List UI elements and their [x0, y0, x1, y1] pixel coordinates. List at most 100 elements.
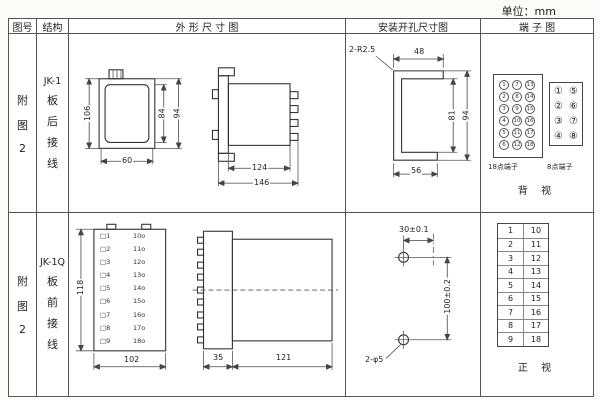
dim-56: 56: [410, 166, 423, 176]
model-name: JK-1: [43, 75, 62, 87]
terminal-number: 9: [498, 332, 523, 346]
dim-121: 121: [275, 353, 293, 363]
struct-char: 接: [47, 317, 58, 330]
row1-fig-no-cell: 附 图 2: [9, 34, 37, 213]
terminal-pin: 7: [512, 80, 522, 90]
header-terminal-diagram: 端 子 图: [481, 19, 594, 34]
struct-char: 线: [47, 156, 58, 170]
terminal-numbers-right: 10o 11o 12o 13o 14o 15o 16o 17o 18o: [133, 232, 146, 345]
fig-char: 2: [19, 141, 26, 155]
fig-char: 附: [17, 93, 28, 107]
terminal-pin: 18: [525, 140, 535, 150]
terminal-number: 11: [523, 237, 548, 251]
terminal-pin: 15: [525, 104, 535, 114]
mount-profile: [393, 70, 444, 161]
terminal-pin: 5: [499, 128, 509, 138]
row2-fig-no-cell: 附 图 2: [9, 213, 37, 397]
terminal-block-8pt-outline: [549, 82, 583, 146]
dim-146: 146: [253, 178, 271, 188]
row1-fig-no: 附 图 2: [9, 34, 36, 212]
terminal-pin: 8: [512, 92, 522, 102]
terminal-number: 18: [523, 332, 548, 346]
terminal-pin: 4: [499, 116, 509, 126]
label-8pt: 8点端子: [547, 163, 573, 171]
terminal-pin: ①: [554, 86, 563, 97]
row2-structure-cell: JK-1Q 板 前 接 线: [37, 213, 69, 397]
fig-char: 附: [17, 275, 28, 288]
dim-124: 124: [251, 163, 269, 173]
dim-81: 81: [447, 109, 458, 122]
row1-mounting-cell: 2-R2.5 48 81 94 56: [346, 34, 481, 213]
front-view-label: 正 视: [517, 363, 557, 374]
fig-char: 图: [17, 118, 28, 132]
front-view-dim-lines: [75, 228, 167, 370]
terminal-number: 12: [523, 251, 548, 265]
rear-view-label: 背 视: [517, 186, 557, 197]
terminal-number: 8: [498, 318, 523, 333]
label-18pt: 18点端子: [488, 163, 518, 171]
terminal-block-8pt: ① ⑤ ② ⑥ ③ ⑦ ④ ⑧: [551, 84, 581, 144]
dim-94b: 94: [461, 109, 472, 122]
terminal-pin: 16: [525, 116, 535, 126]
terminal-pin: ③: [554, 116, 563, 127]
terminal-pin: ⑦: [569, 116, 578, 127]
struct-char: 线: [47, 338, 58, 351]
terminal-number: 16: [523, 305, 548, 319]
terminal-number: 3: [498, 251, 523, 265]
terminal-pin: 13: [525, 80, 535, 90]
struct-char: 接: [47, 135, 58, 149]
terminal-number: 17: [523, 318, 548, 332]
dim-102: 102: [123, 355, 141, 365]
terminal-pin: 6: [499, 140, 509, 150]
terminal-number: 6: [498, 291, 523, 306]
row2-outline-cell: □1 □2 □3 □4 □5 □6 □7 □8 □9 10o 11o 12o 1…: [69, 213, 346, 397]
header-structure: 结构: [37, 19, 69, 34]
terminal-number: 10: [523, 224, 548, 238]
terminal-numbers-left: □1 □2 □3 □4 □5 □6 □7 □8 □9: [100, 232, 111, 345]
dim-radius: 2-R2.5: [348, 45, 377, 55]
dim-94: 94: [172, 107, 183, 120]
mounting-drawing-rear-wiring: [375, 54, 472, 178]
terminal-pin: 10: [512, 116, 522, 126]
front-view-case: [98, 69, 156, 149]
terminal-number: 13: [523, 264, 548, 278]
header-fig-no: 图号: [9, 19, 37, 34]
terminal-number: 2: [498, 237, 523, 252]
row2-structure: JK-1Q 板 前 接 线: [37, 213, 68, 396]
terminal-number: 7: [498, 305, 523, 319]
outline-drawing-front-wiring: [75, 223, 339, 370]
row2-mounting-cell: 30±0.1 100±0.2 2-φ5: [346, 213, 481, 397]
terminal-pin: ⑥: [569, 101, 578, 112]
terminal-number: 1: [507, 226, 514, 236]
terminal-pin: 9: [512, 104, 522, 114]
row2-terminal-cell: 1 10 2 11 3 12 4 13 5 14 6 15 7 16 8 17 …: [481, 213, 594, 397]
side-view-dim-lines: [202, 342, 334, 370]
unit-label: 单位：mm: [501, 5, 556, 18]
terminal-pin: 1: [499, 80, 509, 90]
header-mounting-dims: 安装开孔尺寸图: [346, 19, 481, 34]
row1-structure-cell: JK-1 板 后 接 线: [37, 34, 69, 213]
dim-118: 118: [76, 278, 87, 297]
terminal-number: 15: [523, 291, 548, 305]
side-view-case: [192, 230, 339, 350]
dim-60: 60: [121, 156, 134, 166]
terminal-number: 5: [498, 278, 523, 292]
terminal-block-18pt-outline: [493, 74, 543, 158]
terminal-number: 14: [523, 278, 548, 292]
fig-char: 2: [19, 323, 26, 336]
struct-char: 板: [47, 275, 58, 288]
terminal-number: 4: [498, 264, 523, 279]
dim-100: 100±0.2: [442, 278, 453, 315]
terminal-pin: ②: [554, 101, 563, 112]
dim-48: 48: [413, 47, 426, 57]
terminal-block-18pt: 1 7 13 2 8 14 3 9 15 4 10 16 5 11 17 6 1…: [499, 80, 538, 152]
model-name: JK-1Q: [40, 257, 65, 268]
struct-char: 前: [47, 296, 58, 309]
terminal-pin: 17: [525, 128, 535, 138]
terminal-pin: 11: [512, 128, 522, 138]
outline-drawing-rear-wiring: [85, 67, 299, 187]
mounting-drawing-front-wiring: [385, 233, 452, 359]
struct-char: 后: [47, 114, 58, 128]
side-view-case: [211, 67, 299, 162]
